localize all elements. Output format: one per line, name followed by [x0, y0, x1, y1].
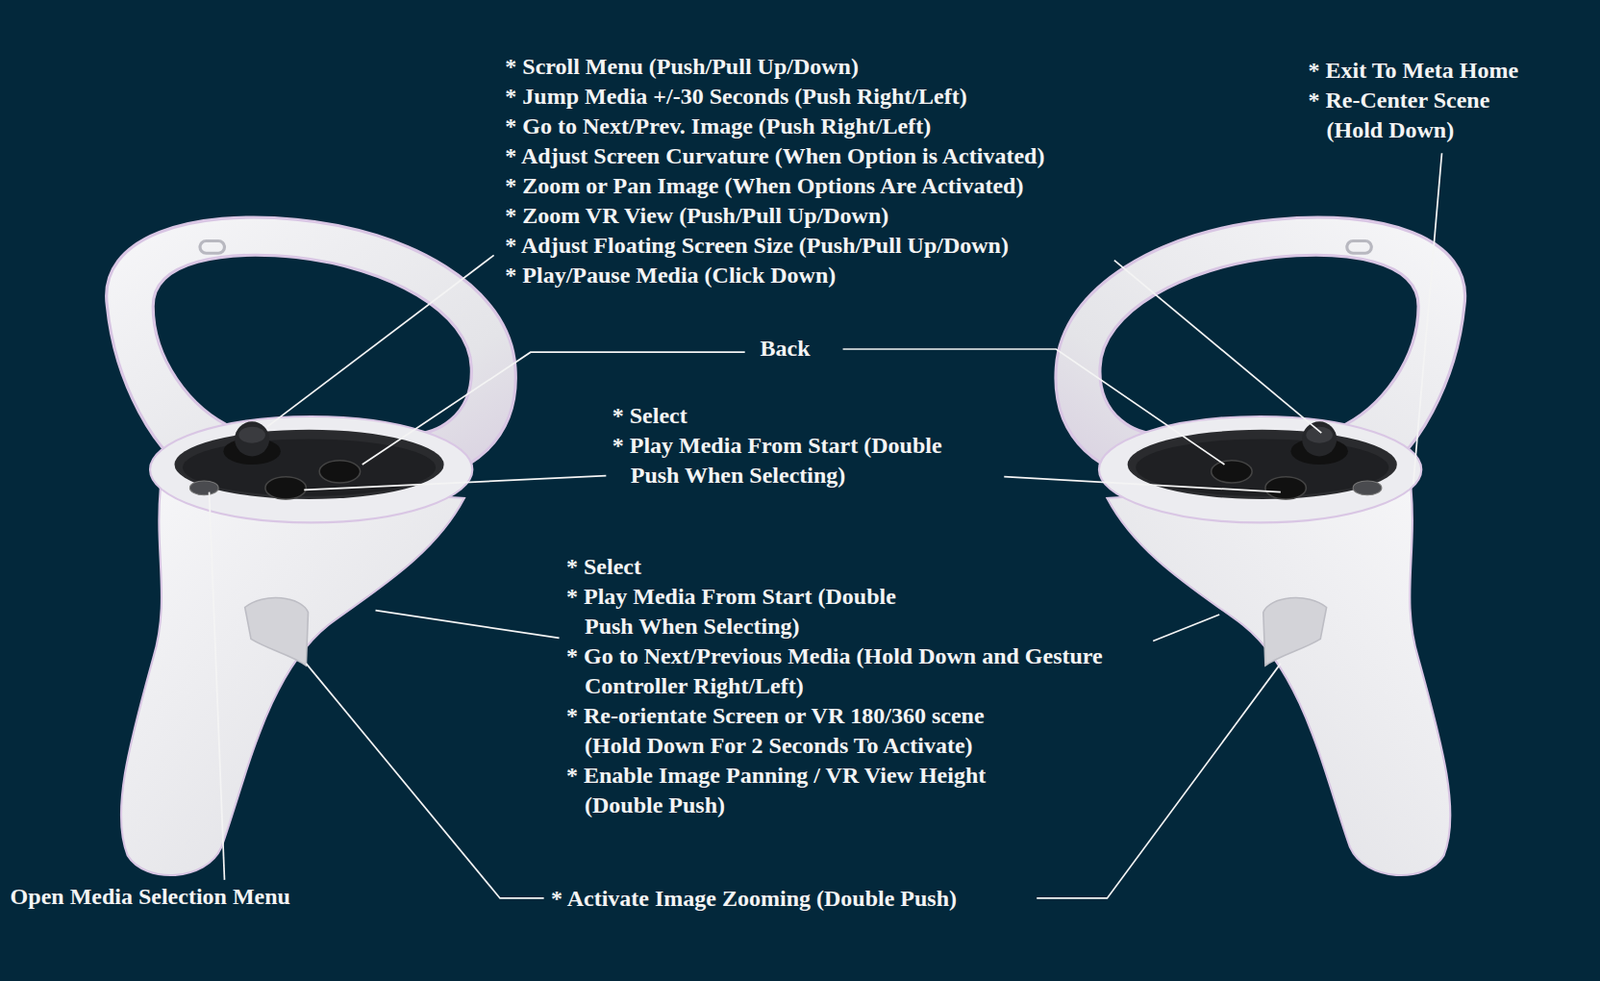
callout-label: * Play Media From Start (Double Push Whe…: [612, 430, 971, 491]
callout-label: * Zoom or Pan Image (When Options Are Ac…: [504, 171, 1024, 201]
callout-label: * Play/Pause Media (Click Down): [504, 260, 836, 291]
callout-label: * Select: [566, 551, 642, 582]
callout-label: * Re-orientate Screen or VR 180/360 scen…: [566, 700, 1043, 761]
callout-label: * Adjust Floating Screen Size (Push/Pull…: [504, 230, 1009, 261]
callout-label: * Adjust Screen Curvature (When Option i…: [504, 141, 1045, 172]
callout-label: * Zoom VR View (Push/Pull Up/Down): [504, 200, 889, 231]
callout-label: * Exit To Meta Home: [1307, 55, 1519, 86]
callout-label: * Go to Next/Prev. Image (Push Right/Lef…: [504, 111, 931, 142]
callout-label: * Jump Media +/-30 Seconds (Push Right/L…: [504, 81, 967, 112]
callout-label: * Enable Image Panning / VR View Height …: [566, 760, 1038, 821]
callout-label: * Re-Center Scene (Hold Down): [1307, 85, 1539, 146]
callout-label: * Select: [612, 400, 688, 431]
callout-label: * Go to Next/Previous Media (Hold Down a…: [566, 641, 1123, 701]
callout-label: Back: [760, 333, 811, 364]
callout-label: * Activate Image Zooming (Double Push): [550, 883, 957, 914]
callout-label: * Scroll Menu (Push/Pull Up/Down): [504, 51, 859, 82]
callout-label: Open Media Selection Menu: [10, 881, 291, 912]
callout-label: * Play Media From Start (Double Push Whe…: [566, 581, 925, 642]
